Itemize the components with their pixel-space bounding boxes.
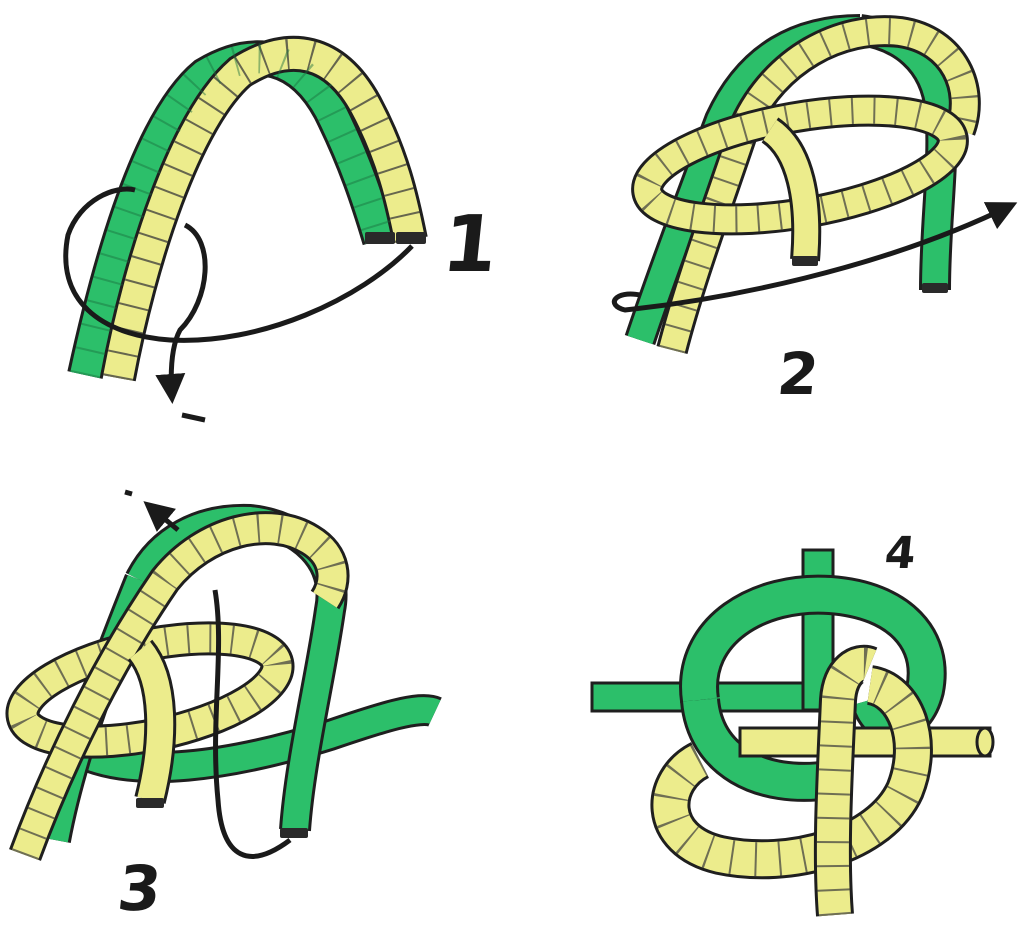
step-4-panel [592,550,993,915]
step-1-panel [66,54,426,420]
step-2-panel [614,30,1012,350]
step-3-panel [13,492,435,856]
step-1-label: 1 [438,200,502,290]
step-2-label: 2 [774,340,822,408]
step-4-label: 4 [882,528,918,579]
step-3-label: 3 [114,852,165,925]
